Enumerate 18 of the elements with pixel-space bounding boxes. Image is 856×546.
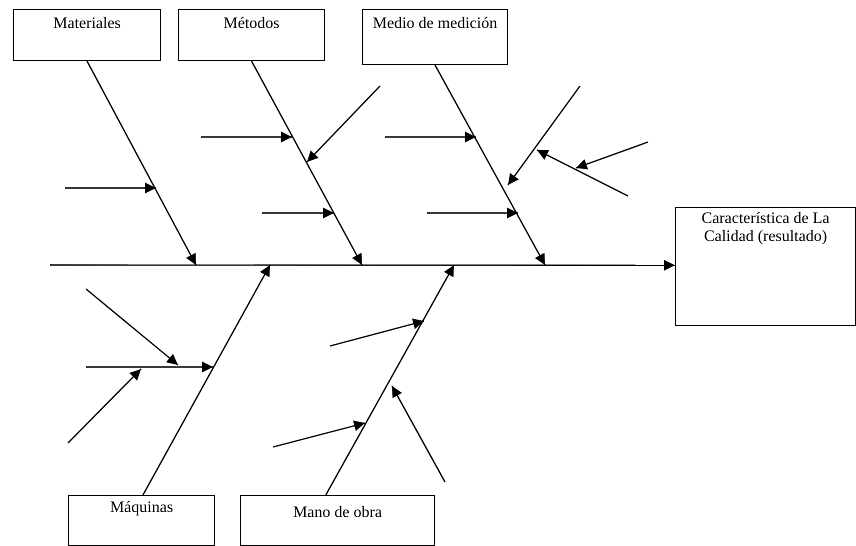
category-box — [178, 9, 325, 61]
box-label: Medio de medición — [372, 15, 498, 33]
spine-arrow — [50, 260, 675, 271]
category-box — [362, 9, 508, 65]
bone-arrow — [86, 60, 197, 266]
bone-arrow — [250, 60, 363, 266]
bone-arrow — [142, 264, 271, 496]
box-label: Materiales — [52, 15, 122, 33]
category-box — [240, 495, 435, 546]
box-label: Máquinas — [108, 499, 174, 517]
bone-arrow — [325, 264, 455, 496]
bone-arrow — [434, 64, 546, 266]
box-label: Característica de La Calidad (resultado) — [700, 210, 830, 246]
category-box — [68, 495, 215, 546]
box-label: Mano de obra — [292, 504, 383, 522]
effect-box — [675, 207, 856, 326]
category-box — [13, 9, 161, 61]
box-label: Métodos — [222, 15, 280, 33]
